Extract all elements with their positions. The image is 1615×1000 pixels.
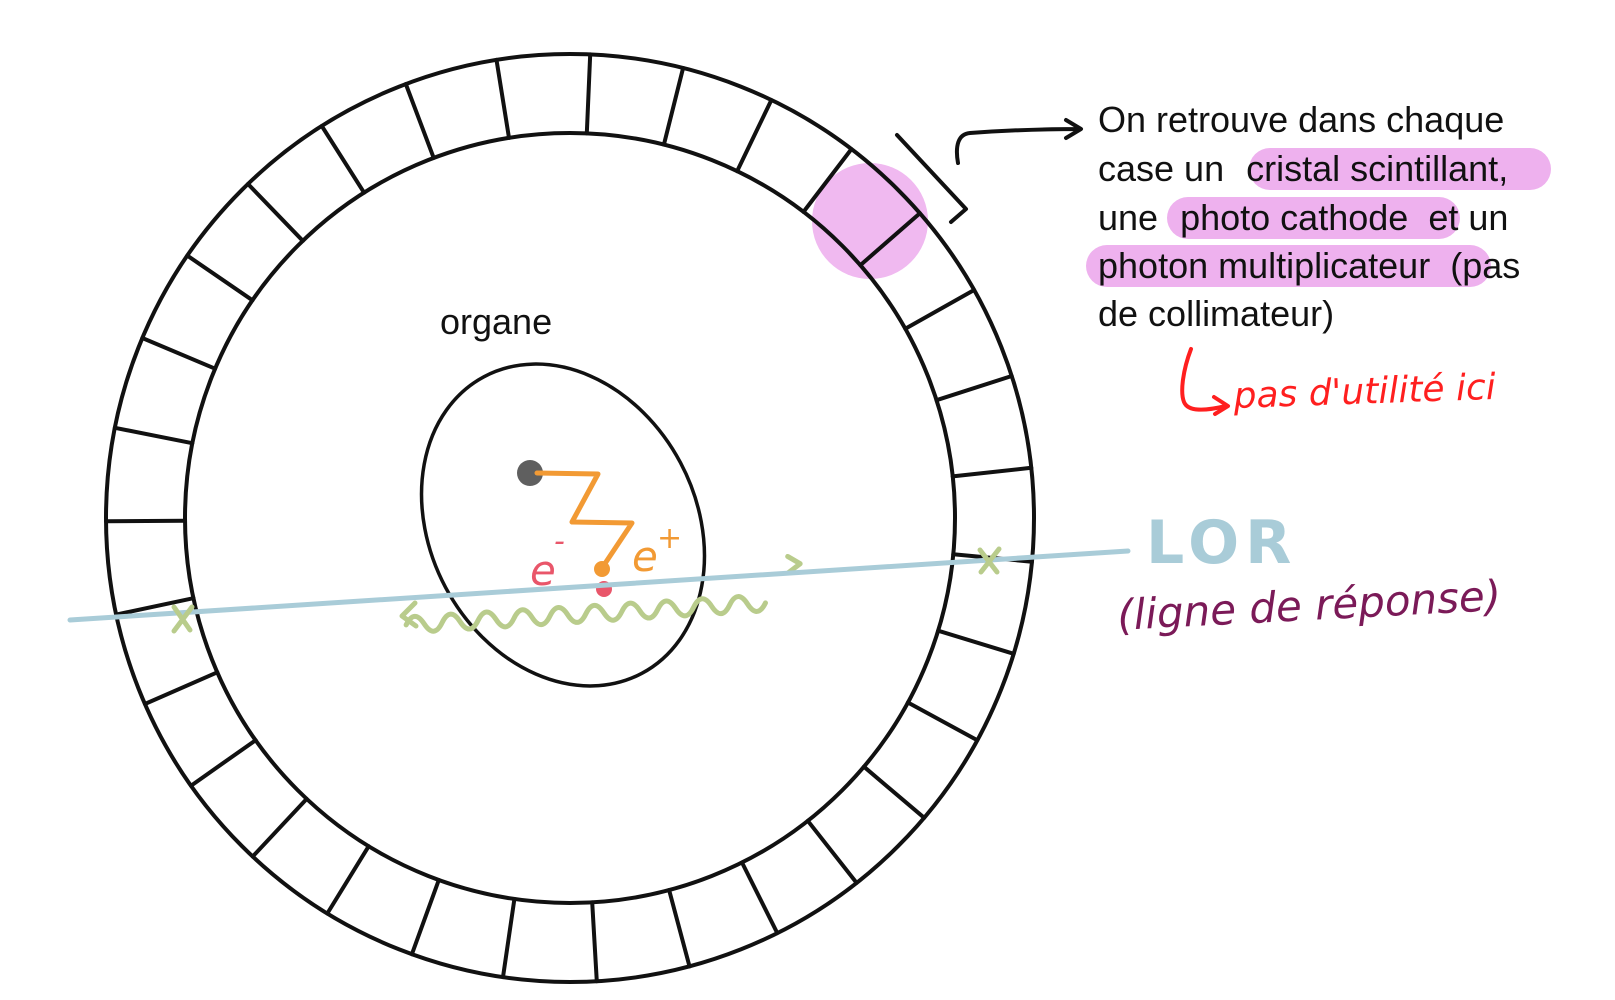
detector-ring [104,52,1036,984]
annotation-line-2: case un cristal scintillant, [1098,148,1508,189]
detection-marks [171,546,1002,634]
annotation-line-3: une photo cathode et un [1098,197,1508,238]
highlight-photon-multiplicateur [1086,245,1491,287]
detector-cell-divider [934,374,1014,403]
bracket-icon [895,133,968,224]
detector-cell-divider [494,57,511,140]
detector-cell-divider [112,425,195,446]
detector-cell-divider [114,596,196,617]
positron-path [534,470,635,571]
annotation-line-1: On retrouve dans chaque [1098,99,1504,140]
annotation-line4-post: (pas [1450,245,1520,286]
detector-cell-divider [667,888,692,969]
photon-arrowhead-left [399,600,419,629]
annotation-line4-hl: photon multiplicateur [1098,245,1430,286]
annotation-line-5: de collimateur) [1098,293,1334,334]
detector-cell-divider [325,844,371,916]
annotation-highlights [1086,148,1551,287]
detector-cell-divider [905,700,980,743]
detector-cell-divider [858,211,922,268]
detector-cell-divider [950,465,1034,479]
detector-cell-divider [661,66,686,147]
ring-outer [104,52,1036,984]
annihilation-dot [594,561,610,577]
detector-cell-divider [403,82,436,160]
lor-full-label: (ligne de réponse) [1116,571,1502,640]
detector-cell-divider [903,288,977,331]
detector-cell-divider [104,518,187,524]
hook-arrow-icon [1180,347,1230,416]
detector-cells [104,52,1034,984]
highlight-cristal [1249,148,1551,190]
detector-cell-divider [805,818,859,885]
organ-label: organe [440,301,552,342]
ring-inner [183,131,957,905]
detector-cell-divider [801,147,854,214]
detector-cell-divider [140,336,218,371]
annotation-line5: de collimateur) [1098,293,1334,334]
organ-ellipse [419,362,707,688]
detector-cell-divider [189,738,258,788]
annotation-text: On retrouve dans chaque case un cristal … [1098,99,1520,334]
detector-cell-divider [142,670,220,706]
electron-sup: - [554,524,565,559]
detection-mark-right [977,546,1002,575]
detector-cell-divider [501,897,517,980]
detection-mark-left [171,604,195,634]
positron-label: e [632,532,658,581]
detector-cell-divider [936,628,1016,656]
detector-cell-divider [590,900,599,984]
annotation-line2-pre: case un [1098,148,1224,189]
detector-cell-divider [246,182,305,243]
detector-cell-divider [584,52,593,136]
lor-line [67,548,1131,623]
annotation-line2-post: , [1498,148,1508,189]
highlight-photo-cathode [1167,197,1460,239]
detector-cell-divider [409,878,441,957]
annotation-line1: On retrouve dans chaque [1098,99,1504,140]
annotation-line3-pre: une [1098,197,1158,238]
detector-cell-divider [185,253,255,303]
detector-cell-divider [250,796,309,859]
positron-sup: + [657,521,682,556]
detector-cell-divider [740,860,780,936]
note-aside: pas d'utilité ici [1232,367,1497,417]
annotation-line3-post: et un [1428,197,1508,238]
arrow-right-icon [954,118,1083,165]
annotation-line-4: photon multiplicateur (pas [1098,245,1520,286]
lor-label: LOR [1146,508,1297,578]
detector-cell-divider [735,98,774,174]
photon-wave [403,553,803,634]
annotation-line3-hl: photo cathode [1180,197,1408,238]
detector-cell-divider [319,124,367,195]
nucleus-dot [517,460,543,486]
detector-cell-divider [861,764,927,820]
annotation-line2-hl: cristal scintillant [1246,148,1498,189]
